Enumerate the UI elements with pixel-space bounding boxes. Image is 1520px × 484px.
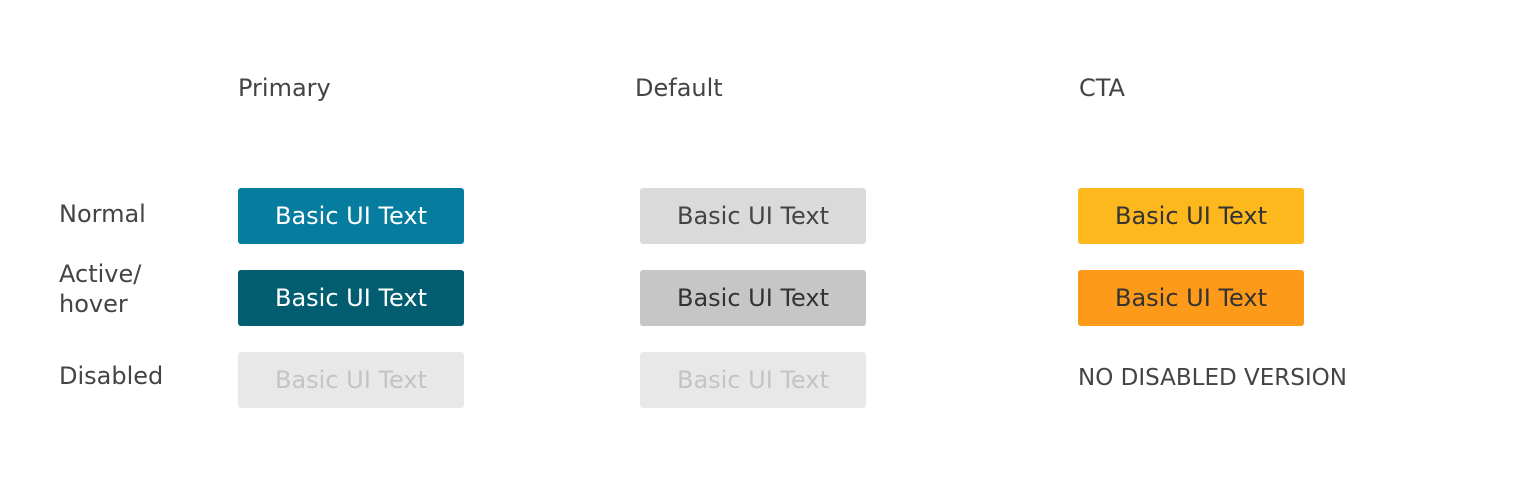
primary-active-button[interactable]: Basic UI Text xyxy=(238,270,464,326)
row-label-active-line2: hover xyxy=(59,290,128,318)
column-header-default: Default xyxy=(635,74,723,102)
row-label-normal: Normal xyxy=(59,200,146,228)
primary-disabled-button: Basic UI Text xyxy=(238,352,464,408)
default-normal-button[interactable]: Basic UI Text xyxy=(640,188,866,244)
primary-normal-button[interactable]: Basic UI Text xyxy=(238,188,464,244)
default-disabled-button: Basic UI Text xyxy=(640,352,866,408)
column-header-cta: CTA xyxy=(1079,74,1125,102)
cta-disabled-note: NO DISABLED VERSION xyxy=(1078,365,1347,391)
row-label-active: Active/hover xyxy=(59,259,141,319)
row-label-disabled: Disabled xyxy=(59,362,164,390)
column-header-primary: Primary xyxy=(238,74,331,102)
cta-active-button[interactable]: Basic UI Text xyxy=(1078,270,1304,326)
cta-normal-button[interactable]: Basic UI Text xyxy=(1078,188,1304,244)
default-active-button[interactable]: Basic UI Text xyxy=(640,270,866,326)
row-label-active-line1: Active/ xyxy=(59,260,142,288)
